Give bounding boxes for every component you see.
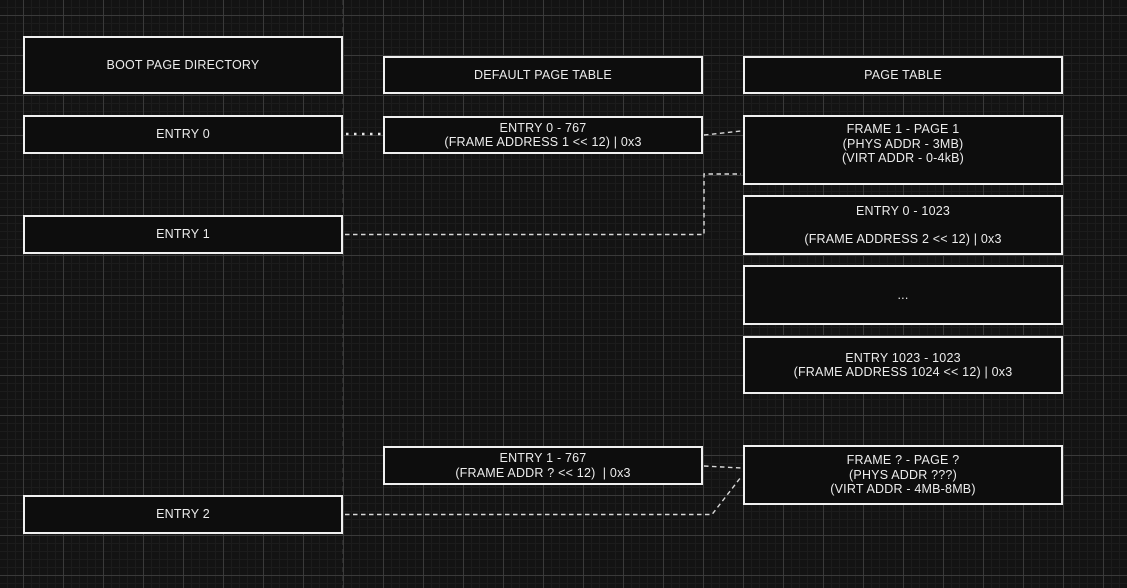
box-title: BOOT PAGE DIRECTORY bbox=[106, 57, 260, 72]
entry-label: ENTRY 0 - 1023 bbox=[855, 204, 951, 218]
entry-label: ENTRY 1 - 767 bbox=[499, 451, 587, 465]
boot-entry-0[interactable]: ENTRY 0 bbox=[23, 115, 343, 154]
frame-label: FRAME 1 - PAGE 1 bbox=[846, 122, 960, 136]
page-table-entry-1023-1023[interactable]: ENTRY 1023 - 1023 (FRAME ADDRESS 1024 <<… bbox=[743, 336, 1063, 394]
frame-virt-addr: (VIRT ADDR - 0-4kB) bbox=[841, 151, 965, 165]
ellipsis-label: ... bbox=[897, 287, 909, 302]
page-table-frame-1[interactable]: FRAME 1 - PAGE 1 (PHYS ADDR - 3MB) (VIRT… bbox=[743, 115, 1063, 185]
frame-phys-addr: (PHYS ADDR ???) bbox=[849, 467, 957, 482]
entry-label: ENTRY 0 bbox=[156, 127, 210, 142]
default-page-table-entry-0[interactable]: ENTRY 0 - 767 (FRAME ADDRESS 1 << 12) | … bbox=[383, 116, 703, 154]
entry-detail: (FRAME ADDRESS 2 << 12) | 0x3 bbox=[804, 231, 1002, 246]
default-page-table-header[interactable]: DEFAULT PAGE TABLE bbox=[383, 56, 703, 94]
entry-label: ENTRY 2 bbox=[156, 507, 210, 522]
entry-label: ENTRY 1 bbox=[156, 227, 210, 242]
box-title: DEFAULT PAGE TABLE bbox=[474, 67, 612, 82]
box-title: PAGE TABLE bbox=[864, 67, 942, 82]
entry-label: ENTRY 0 - 767 bbox=[499, 120, 587, 135]
boot-page-directory-header[interactable]: BOOT PAGE DIRECTORY bbox=[23, 36, 343, 94]
entry-detail: (FRAME ADDRESS 1024 << 12) | 0x3 bbox=[793, 365, 1013, 379]
page-table-header[interactable]: PAGE TABLE bbox=[743, 56, 1063, 94]
page-table-frame-q[interactable]: FRAME ? - PAGE ? (PHYS ADDR ???) (VIRT A… bbox=[743, 445, 1063, 505]
entry-detail: (FRAME ADDR ? << 12) | 0x3 bbox=[455, 465, 631, 480]
entry-label: ENTRY 1023 - 1023 bbox=[845, 350, 961, 365]
page-table-ellipsis[interactable]: ... bbox=[743, 265, 1063, 325]
entry-detail: (FRAME ADDRESS 1 << 12) | 0x3 bbox=[444, 135, 642, 149]
frame-phys-addr: (PHYS ADDR - 3MB) bbox=[842, 136, 964, 151]
page-table-entry-0-1023[interactable]: ENTRY 0 - 1023 (FRAME ADDRESS 2 << 12) |… bbox=[743, 195, 1063, 255]
boot-entry-1[interactable]: ENTRY 1 bbox=[23, 215, 343, 254]
boot-entry-2[interactable]: ENTRY 2 bbox=[23, 495, 343, 534]
frame-virt-addr: (VIRT ADDR - 4MB-8MB) bbox=[830, 482, 976, 497]
frame-label: FRAME ? - PAGE ? bbox=[846, 453, 960, 468]
default-page-table-entry-1[interactable]: ENTRY 1 - 767 (FRAME ADDR ? << 12) | 0x3 bbox=[383, 446, 703, 485]
